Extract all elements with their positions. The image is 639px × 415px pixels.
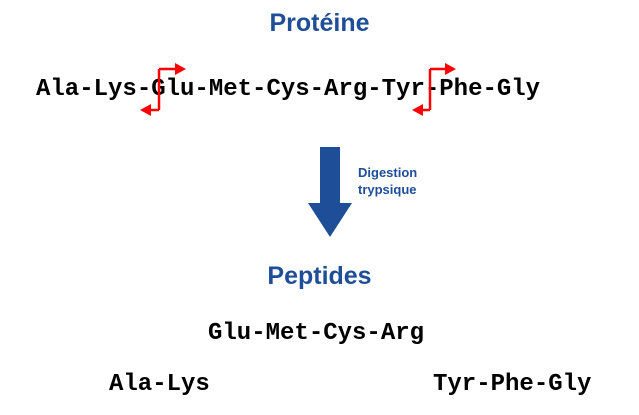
down-arrow-icon <box>308 147 352 237</box>
digestion-label: Digestion trypsique <box>358 164 417 198</box>
protein-sequence: Ala-Lys-Glu-Met-Cys-Arg-Tyr-Phe-Gly <box>36 76 541 103</box>
cleavage-marker-lys-icon <box>140 63 186 116</box>
peptide-ala-lys: Ala-Lys <box>109 371 210 398</box>
protein-title: Protéine <box>269 9 370 37</box>
digestion-label-line1: Digestion <box>358 165 418 180</box>
peptides-title: Peptides <box>267 262 372 290</box>
peptide-glu-met-cys-arg: Glu-Met-Cys-Arg <box>208 320 425 347</box>
digestion-label-line2: trypsique <box>358 182 417 197</box>
peptide-tyr-phe-gly: Tyr-Phe-Gly <box>433 371 592 398</box>
cleavage-marker-arg-icon <box>412 63 456 116</box>
